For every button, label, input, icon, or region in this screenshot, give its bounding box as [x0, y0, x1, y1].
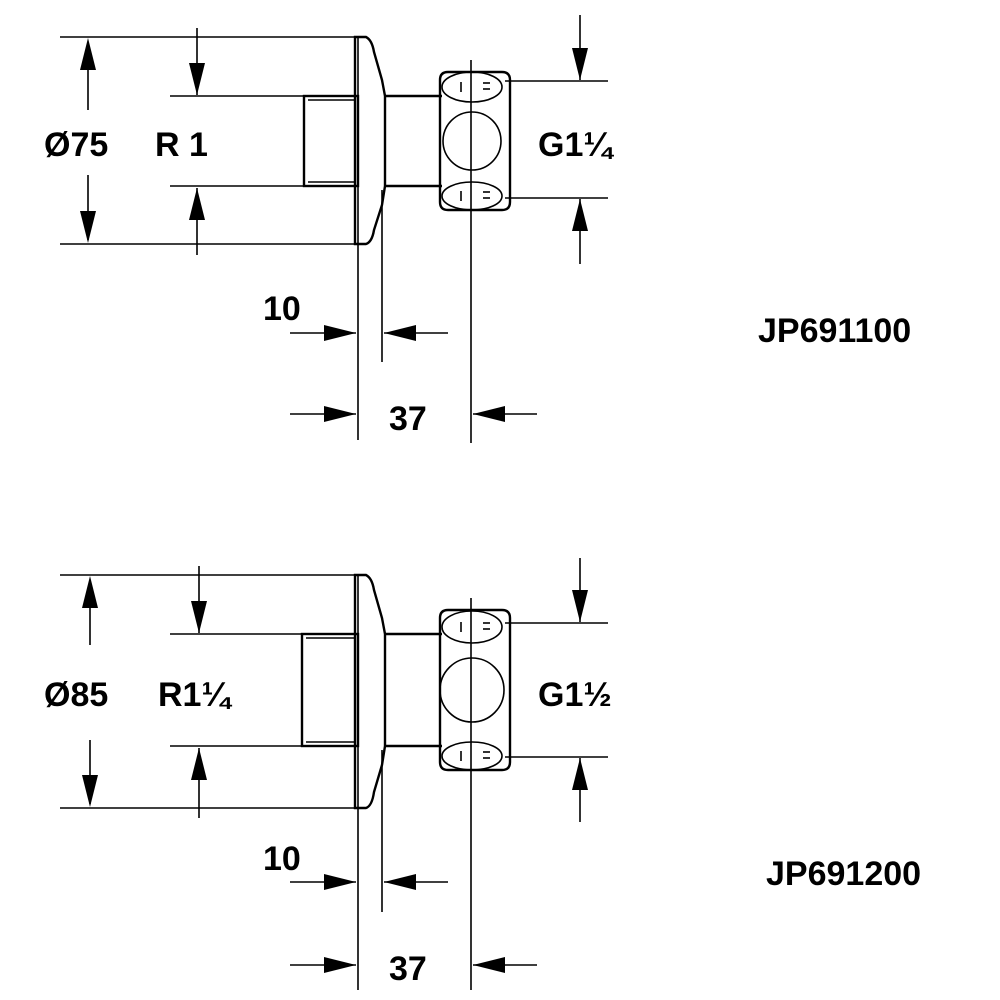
drawing-jp691100: Ø75 R 1 G1¼ 10 37 JP691100 [44, 15, 911, 443]
overall-length-label: 37 [389, 950, 427, 988]
union-nut [438, 608, 512, 772]
inlet-thread-label: R 1 [155, 126, 208, 164]
outlet-thread-dimension [572, 15, 588, 264]
outer-diameter-dimension [82, 576, 98, 807]
flange-thickness-dimension [290, 874, 448, 890]
union-nut [438, 70, 512, 212]
flange-thickness-label: 10 [263, 290, 301, 328]
outlet-thread-dimension [572, 558, 588, 822]
inlet-thread-label: R1¼ [158, 676, 232, 714]
outer-diameter-dimension [80, 38, 96, 243]
overall-length-dimension [290, 957, 537, 973]
outer-diameter-label: Ø85 [44, 676, 108, 714]
inlet-thread-dimension [189, 28, 205, 255]
drawing-jp691200: Ø85 R1¼ G1½ 10 37 JP691200 [44, 558, 921, 990]
outlet-thread-label: G1¼ [538, 126, 614, 164]
outer-diameter-label: Ø75 [44, 126, 108, 164]
flange-thickness-label: 10 [263, 840, 301, 878]
inlet-thread-dimension [191, 566, 207, 818]
product-code-label: JP691200 [766, 855, 921, 893]
overall-length-dimension [290, 406, 537, 422]
outlet-thread-label: G1½ [538, 676, 612, 714]
product-code-label: JP691100 [758, 312, 911, 350]
overall-length-label: 37 [389, 400, 427, 438]
flange-thickness-dimension [290, 325, 448, 341]
